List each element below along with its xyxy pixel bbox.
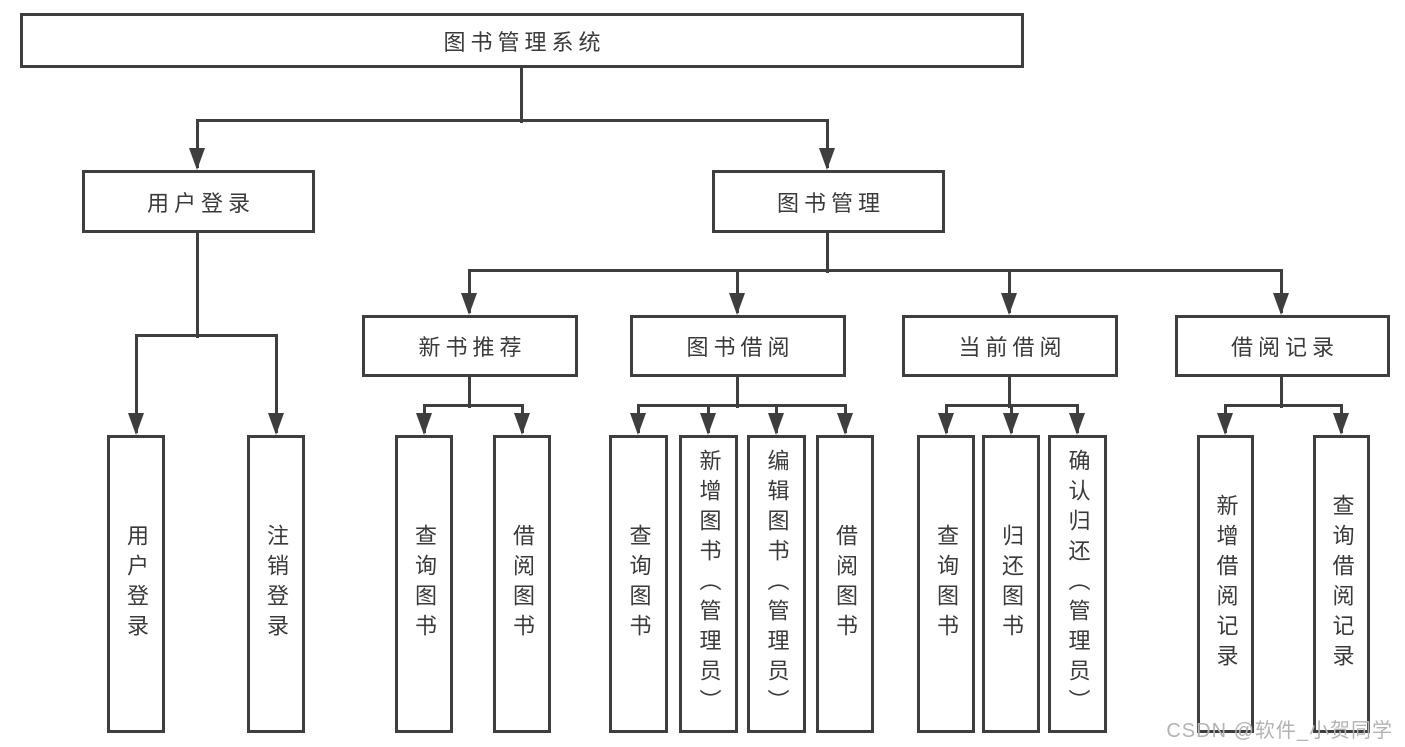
node-label: 图书借阅 [686, 335, 795, 360]
arrow-down-icon [700, 413, 716, 435]
arrow-down-icon [938, 413, 954, 435]
node-label: 新增图书（管理员） [696, 449, 722, 719]
node-label: 当前借阅 [958, 335, 1067, 360]
arrow-down-icon [729, 293, 745, 315]
node-br-query-record: 查询借阅记录 [1313, 435, 1370, 733]
node-login-user: 用户登录 [107, 435, 165, 733]
node-label: 借阅图书 [833, 524, 858, 644]
connector-stem [467, 377, 471, 408]
node-label: 查询图书 [412, 524, 437, 644]
node-new-book-rec: 新书推荐 [362, 315, 578, 377]
connector-stem [1007, 377, 1011, 408]
arrow-down-icon [189, 148, 205, 170]
connector-arrow-stem [825, 120, 829, 168]
node-label: 归还图书 [999, 524, 1024, 644]
node-book-borrow: 图书借阅 [630, 315, 846, 377]
node-user-login: 用户登录 [82, 170, 315, 233]
node-bb-add-book: 新增图书（管理员） [679, 435, 738, 733]
arrow-down-icon [1001, 293, 1017, 315]
node-login-logout: 注销登录 [247, 435, 305, 733]
connector-arrow-stem [1007, 270, 1011, 313]
connector-arrow-stem [467, 270, 471, 313]
arrow-down-icon [514, 413, 530, 435]
node-book-mgmt: 图书管理 [712, 170, 945, 233]
connector-branch [467, 268, 1283, 272]
connector-stem [825, 233, 829, 273]
node-cb-confirm-return: 确认归还（管理员） [1048, 435, 1107, 733]
arrow-down-icon [837, 413, 853, 435]
node-bb-edit-book: 编辑图书（管理员） [747, 435, 806, 733]
arrow-down-icon [768, 413, 784, 435]
connector-arrow-stem [735, 270, 739, 313]
node-borrow-records: 借阅记录 [1175, 315, 1390, 377]
node-label: 借阅记录 [1230, 335, 1339, 360]
arrow-down-icon [1069, 413, 1085, 435]
connector-branch [195, 118, 829, 122]
arrow-down-icon [1217, 413, 1233, 435]
watermark: CSDN @软件_小贺同学 [1166, 720, 1393, 742]
connector-arrow-stem [195, 120, 199, 168]
node-label: 查询图书 [934, 524, 959, 644]
arrow-down-icon [1273, 293, 1289, 315]
connector-arrow-stem [134, 335, 138, 433]
connector-branch [636, 403, 847, 407]
node-bb-query-book: 查询图书 [609, 435, 668, 733]
node-rec-borrow-book: 借阅图书 [493, 435, 551, 733]
node-label: 用户登录 [124, 524, 149, 644]
node-label: 注销登录 [264, 524, 289, 644]
arrow-down-icon [630, 413, 646, 435]
node-bb-borrow-book: 借阅图书 [816, 435, 874, 733]
connector-stem [1279, 377, 1283, 408]
connector-arrow-stem [274, 335, 278, 433]
node-root: 图书管理系统 [20, 13, 1024, 68]
node-cb-return-book: 归还图书 [982, 435, 1040, 733]
arrow-down-icon [819, 148, 835, 170]
node-label: 确认归还（管理员） [1065, 449, 1091, 719]
connector-stem [735, 377, 739, 408]
node-label: 图书管理 [776, 190, 885, 216]
arrow-down-icon [1003, 413, 1019, 435]
arrow-down-icon [461, 293, 477, 315]
node-cb-query-book: 查询图书 [917, 435, 975, 733]
arrow-down-icon [268, 413, 284, 435]
connector-branch [134, 333, 278, 337]
node-current-borrow: 当前借阅 [902, 315, 1118, 377]
connector-branch [422, 403, 524, 407]
node-label: 新增借阅记录 [1213, 494, 1239, 674]
node-label: 新书推荐 [418, 335, 527, 360]
arrow-down-icon [128, 413, 144, 435]
connector-branch [1223, 403, 1343, 407]
node-label: 查询图书 [626, 524, 652, 644]
arrow-down-icon [416, 413, 432, 435]
connector-stem [520, 68, 523, 123]
node-label: 编辑图书（管理员） [764, 449, 790, 719]
node-label: 借阅图书 [510, 524, 535, 644]
node-br-add-record: 新增借阅记录 [1197, 435, 1254, 733]
node-label: 用户登录 [146, 190, 255, 216]
arrow-down-icon [1333, 413, 1349, 435]
connector-arrow-stem [1279, 270, 1283, 313]
node-rec-query-book: 查询图书 [395, 435, 453, 733]
connector-stem [195, 233, 199, 338]
node-label: 查询借阅记录 [1329, 494, 1355, 674]
node-label: 图书管理系统 [443, 29, 606, 55]
